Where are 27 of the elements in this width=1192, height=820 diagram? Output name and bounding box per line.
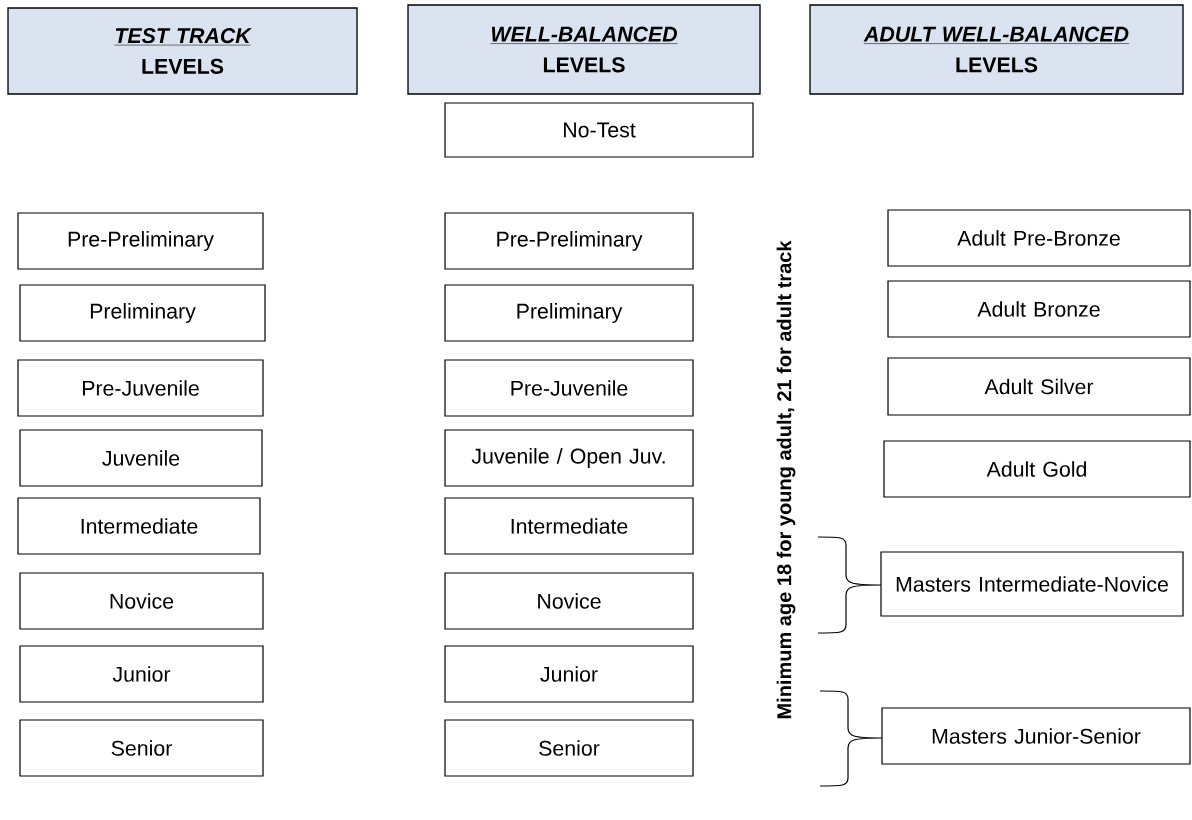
level-box: Adult Gold xyxy=(883,440,1191,498)
level-box: Preliminary xyxy=(444,284,694,342)
level-box: Senior xyxy=(444,719,694,777)
level-box: Pre-Preliminary xyxy=(444,212,694,270)
vertical-note: Minimum age 18 for young adult, 21 for adult track xyxy=(776,240,796,719)
level-box: Senior xyxy=(19,719,264,777)
header-box: ADULT WELL-BALANCED LEVELS xyxy=(809,4,1184,95)
level-box: Intermediate xyxy=(17,497,261,555)
level-box: Pre-Juvenile xyxy=(444,359,694,417)
level-box: No-Test xyxy=(444,102,754,158)
level-box: Adult Bronze xyxy=(887,280,1191,338)
level-box: Pre-Juvenile xyxy=(17,359,264,417)
level-box: Junior xyxy=(19,645,264,703)
level-box: Juvenile / Open Juv. xyxy=(444,429,694,487)
level-box: Adult Pre-Bronze xyxy=(887,209,1191,267)
header-box: TEST TRACK LEVELS xyxy=(7,7,358,95)
level-box: Adult Silver xyxy=(887,357,1191,416)
level-box: Masters Junior-Senior xyxy=(881,707,1191,765)
level-box: Masters Intermediate-Novice xyxy=(880,551,1184,617)
level-box: Junior xyxy=(444,645,694,703)
level-box: Preliminary xyxy=(19,284,266,342)
level-box: Pre-Preliminary xyxy=(17,212,264,270)
level-box: Novice xyxy=(444,572,694,630)
level-box: Novice xyxy=(19,572,264,630)
level-box: Juvenile xyxy=(19,429,263,487)
level-box: Intermediate xyxy=(444,497,694,555)
header-box: WELL-BALANCED LEVELS xyxy=(407,4,761,95)
